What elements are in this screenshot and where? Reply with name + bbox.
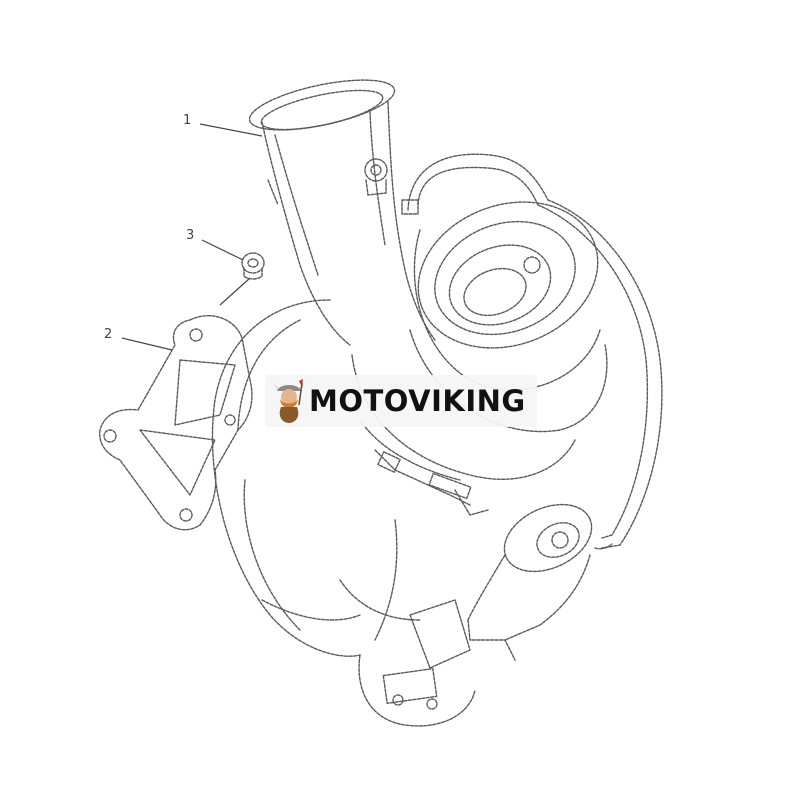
watermark-banner: MOTOVIKING xyxy=(265,375,537,427)
callout-2-leader xyxy=(121,337,173,351)
callout-3-number: 3 xyxy=(186,228,195,243)
callout-1-number: 1 xyxy=(183,113,192,128)
exhaust-gasket xyxy=(99,315,253,531)
nut xyxy=(241,252,265,280)
intake-tube xyxy=(248,79,436,346)
callout-2-number: 2 xyxy=(104,327,113,342)
callout-3-leader xyxy=(201,239,244,261)
compressor-housing xyxy=(351,201,608,480)
callout-1-leader xyxy=(199,123,263,137)
turbine-housing xyxy=(211,299,476,727)
boost-hose xyxy=(401,153,663,549)
viking-mascot-icon xyxy=(272,379,306,423)
wastegate-actuator xyxy=(467,503,613,661)
center-housing xyxy=(359,419,489,516)
watermark-text: MOTOVIKING xyxy=(309,384,526,418)
callout-3-leader-b xyxy=(219,277,251,306)
